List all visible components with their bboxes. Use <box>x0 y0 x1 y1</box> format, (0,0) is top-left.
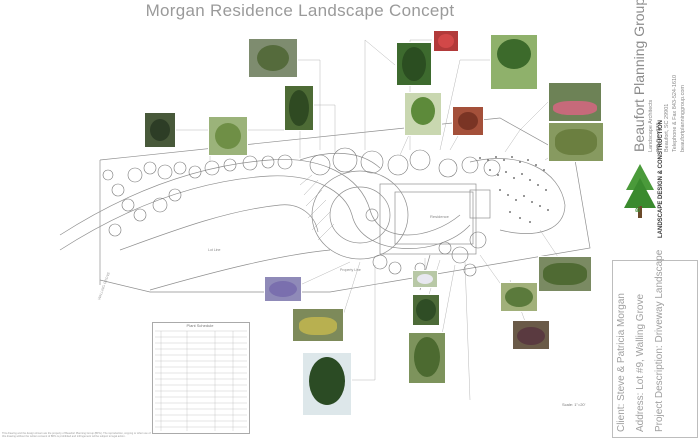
client-info-box <box>612 260 698 438</box>
client-address: Address: Lot #9, Walling Grove <box>635 293 646 432</box>
lot-line-label: Lot Line <box>208 248 221 252</box>
property-line-label: Property Line <box>340 268 361 272</box>
plant-photo-mound-shrub <box>500 282 538 312</box>
plant-schedule <box>152 322 250 434</box>
plant-photo-boxwood <box>412 294 440 326</box>
property-boundary <box>99 117 591 293</box>
driveway <box>59 159 461 236</box>
plant-photo-tree-column <box>396 42 432 86</box>
drawing-title: Morgan Residence Landscape Concept <box>145 1 455 20</box>
logo-text: LANDSCAPE DESIGN & CONSTRUCTION <box>658 119 664 238</box>
plant-photo-loropetalum <box>512 320 550 350</box>
company-name: Beaufort Planning Group <box>631 0 647 152</box>
plant-photo-red-flower <box>433 30 459 52</box>
plant-photo-crape-myrtle <box>404 92 442 136</box>
company-line: Landscape Architects <box>648 99 654 152</box>
residence-footprint <box>379 183 477 255</box>
company-logo <box>624 164 656 218</box>
plant-photo-magnolia <box>302 352 352 416</box>
scale-label: Scale: 1"=20' <box>562 402 586 407</box>
plant-photo-bamboo <box>284 85 314 131</box>
plant-photo-ornamental-grass <box>548 122 604 162</box>
plant-schedule-title: Plant Schedule <box>186 323 214 328</box>
company-line: Telephone & Fax 843-524-1610 <box>672 74 678 152</box>
plant-photo-red-shrub <box>452 106 484 136</box>
motor-court <box>311 170 409 260</box>
copyright-footnote: This drawing and the design shown are th… <box>2 432 151 438</box>
plant-photo-lavender <box>264 276 302 302</box>
plant-photo-tall-shrub <box>408 332 446 384</box>
company-line: beaufortplanninggroup.com <box>680 85 686 152</box>
plant-photo-shrub-dark <box>144 112 176 148</box>
logo-initials: BPG <box>636 198 642 212</box>
plant-photo-pink-border <box>548 82 602 122</box>
client-name: Client: Steve & Patricia Morgan <box>616 293 627 432</box>
plant-photo-small-flower <box>412 270 438 288</box>
plant-photo-oak-tree <box>490 34 538 90</box>
company-line: Beaufort, SC 29901 <box>664 103 670 152</box>
svg-text:WALLING GROVE: WALLING GROVE <box>97 271 111 300</box>
residence-label: Residence <box>430 214 449 219</box>
plant-photo-yellow-shrub <box>292 308 344 342</box>
plant-photo-grass-clump <box>208 116 248 156</box>
plant-photo-lilac <box>248 38 298 78</box>
plant-photo-hedge <box>538 256 592 292</box>
project-description: Project Description: Driveway Landscape <box>654 249 665 432</box>
